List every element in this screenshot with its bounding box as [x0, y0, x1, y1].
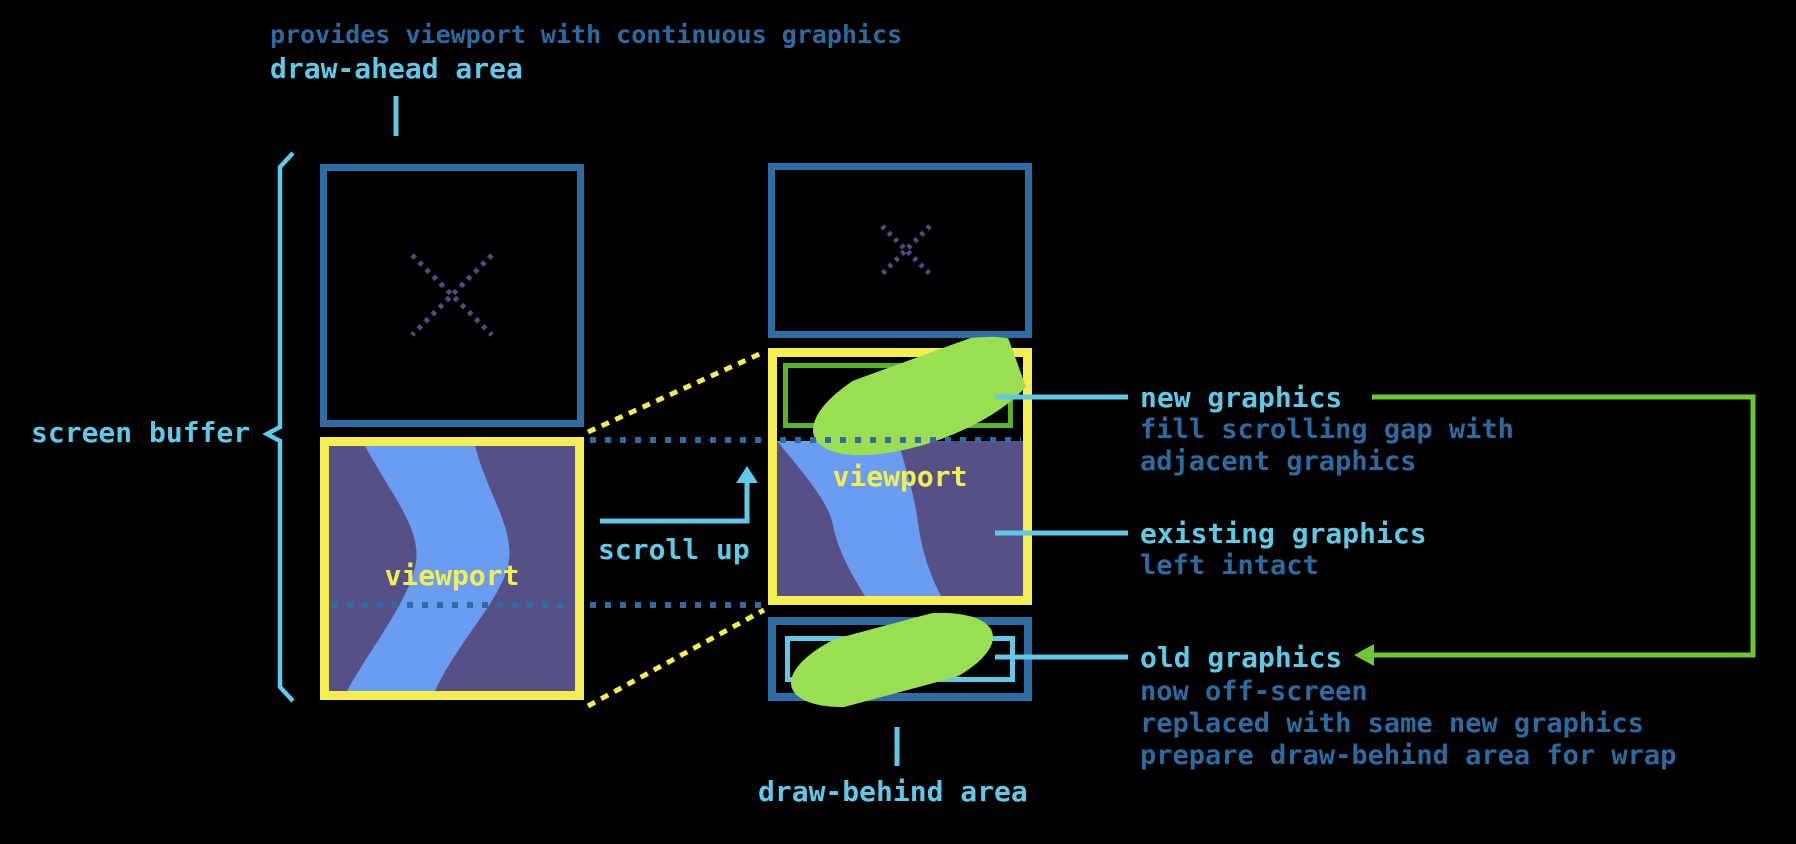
right-draw-ahead-box: [768, 163, 1032, 338]
existing-graphics-desc-1: left intact: [1140, 550, 1319, 581]
right-viewport-label: viewport: [832, 460, 968, 493]
wrap-around-line: [1354, 394, 1756, 666]
old-graphics-blob: [791, 612, 993, 708]
new-graphics-blob: [813, 336, 1034, 456]
scroll-up-arrow-icon: [600, 466, 758, 524]
draw-ahead-label: draw-ahead area: [270, 52, 523, 85]
old-graphics-desc-1: now off-screen: [1140, 676, 1368, 707]
river-shape: [777, 441, 941, 596]
new-graphics-desc-1: fill scrolling gap with: [1140, 414, 1514, 445]
viewport-shift-diagonal-bottom: [586, 607, 766, 709]
left-river-graphic: [347, 446, 510, 691]
screen-buffer-brace: [262, 151, 295, 703]
old-graphics-desc-3: prepare draw-behind area for wrap: [1140, 740, 1677, 771]
new-graphics-desc-2: adjacent graphics: [1140, 446, 1417, 477]
left-draw-ahead-box: [320, 164, 584, 427]
right-river-graphic: [777, 441, 941, 596]
old-graphics-label: old graphics: [1140, 641, 1343, 674]
draw-behind-label: draw-behind area: [758, 775, 1028, 808]
river-shape: [347, 446, 510, 691]
screen-buffer-label: screen buffer: [31, 416, 251, 449]
left-cross-icon: [410, 253, 494, 337]
existing-graphics-label: existing graphics: [1140, 517, 1427, 550]
top-note: provides viewport with continuous graphi…: [270, 20, 903, 49]
wrap-arrowhead-icon: [1354, 644, 1374, 666]
new-graphics-label: new graphics: [1140, 381, 1343, 414]
scroll-up-label: scroll up: [598, 533, 750, 566]
old-graphics-desc-2: replaced with same new graphics: [1140, 708, 1644, 739]
right-cross-icon: [880, 224, 932, 276]
left-viewport-label: viewport: [384, 559, 520, 592]
viewport-shift-diagonal-top: [586, 349, 766, 435]
